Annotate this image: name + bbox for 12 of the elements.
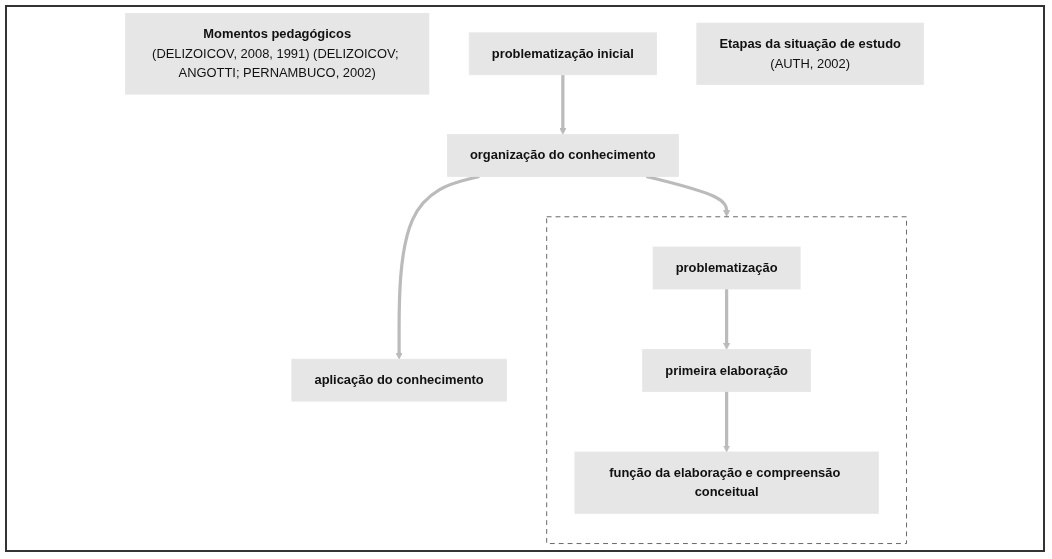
node-box: Momentos pedagógicos (DELIZOICOV, 2008, 1991) (DELIZOICOV; ANGOTTI; PERNAMBUCO, 2002) [125, 13, 430, 95]
node-box: aplicação do conhecimento [291, 358, 508, 402]
arrow [723, 391, 731, 453]
node-box: organização do conhecimento [447, 134, 680, 177]
node-box: problematização inicial [469, 32, 658, 76]
node-box: Etapas da situação de estudo (AUTH, 2002) [696, 22, 925, 85]
node-box: primeira elaboração [642, 349, 812, 392]
arrow [723, 289, 731, 350]
node-box: função da elaboração e compreensão conceitual [575, 451, 880, 514]
cluster [546, 216, 908, 544]
arrow [559, 74, 567, 135]
node-box: problematização [653, 246, 802, 290]
